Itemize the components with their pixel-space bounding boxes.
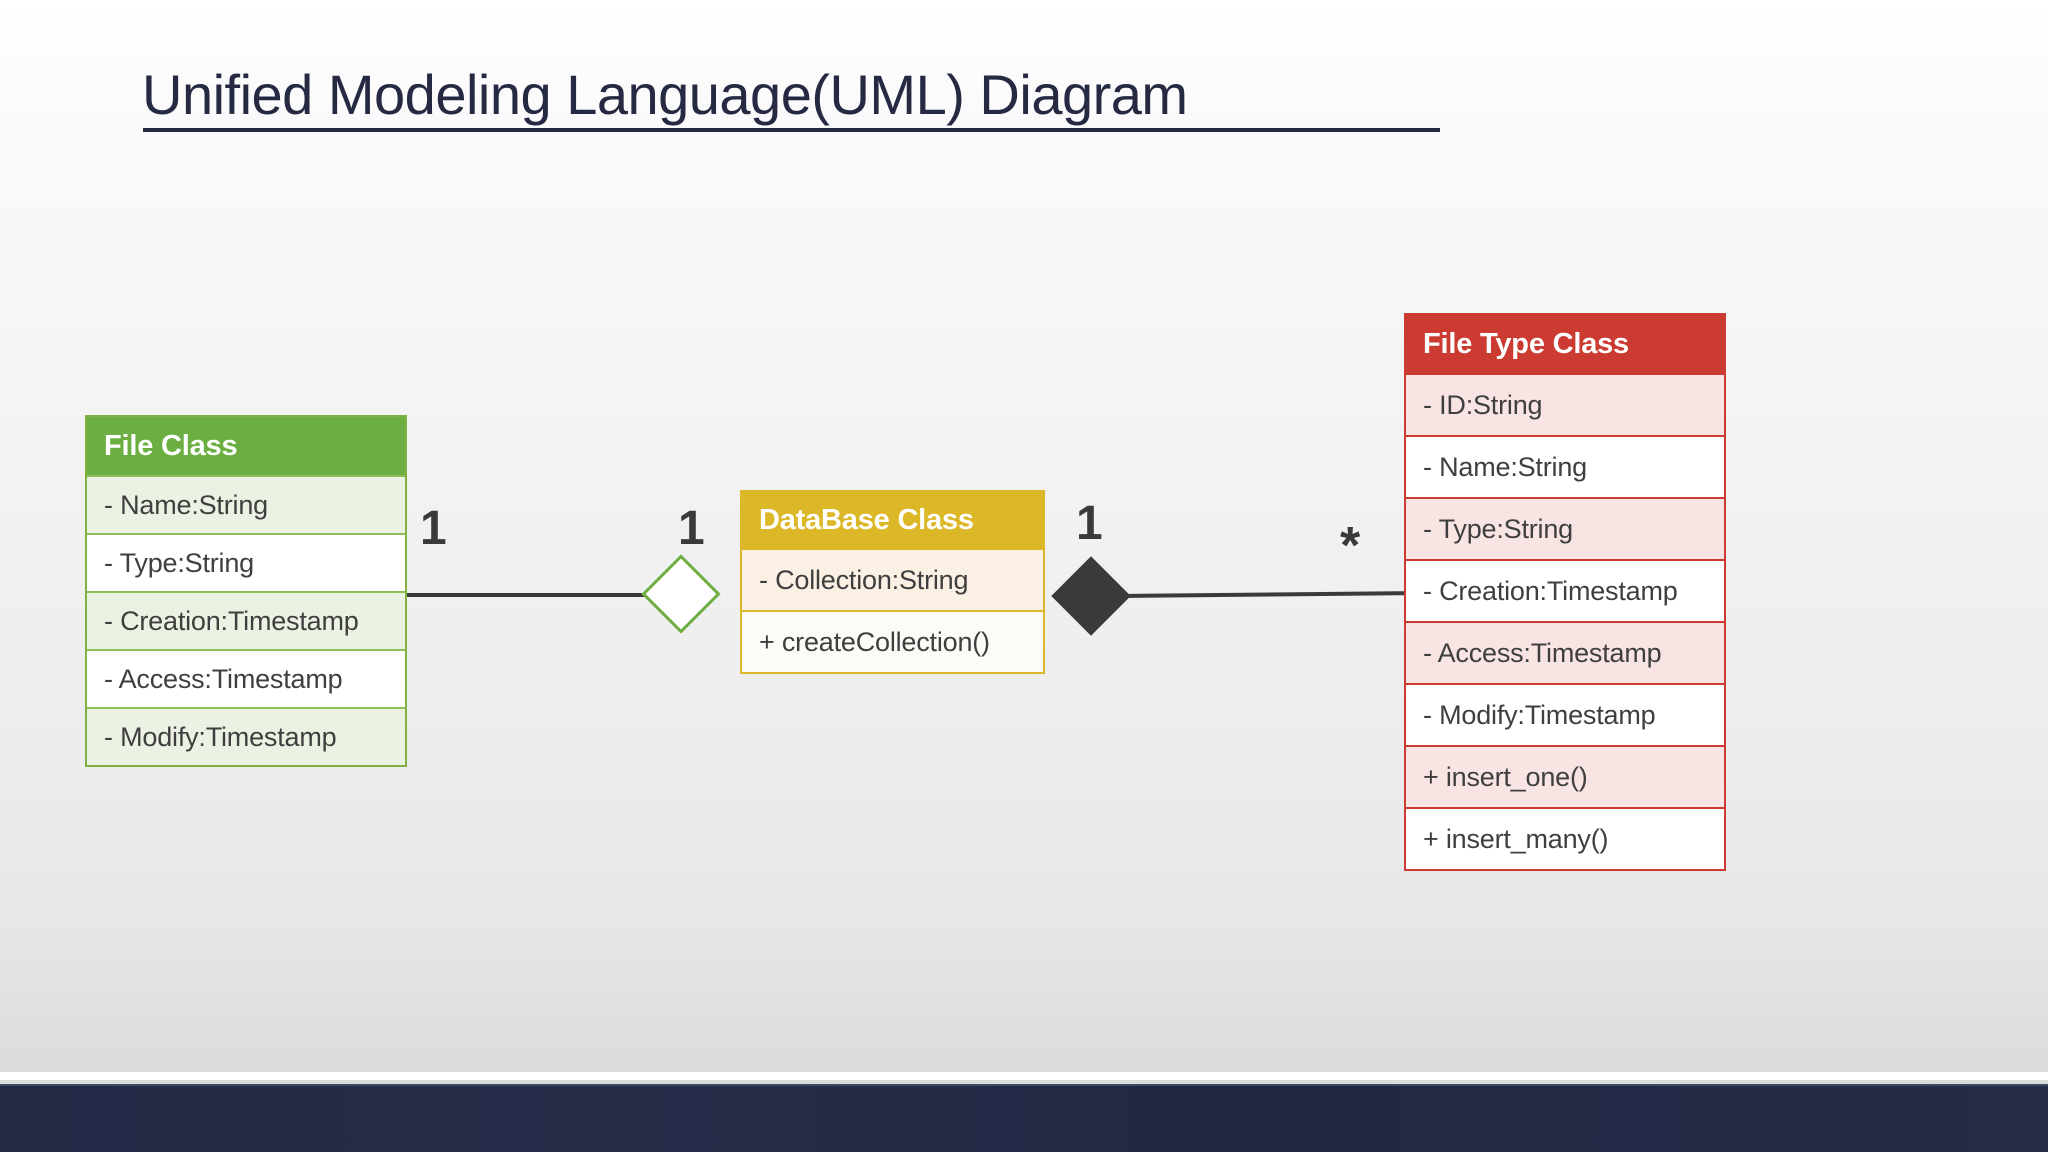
class-attribute-row: - Access:Timestamp: [1406, 621, 1724, 683]
class-attribute-row: - Type:String: [1406, 497, 1724, 559]
class-header-file-class: File Class: [87, 417, 405, 475]
uml-class-file-type-class[interactable]: File Type Class - ID:String - Name:Strin…: [1404, 313, 1726, 871]
aggregation-diamond-icon: [641, 554, 721, 634]
multiplicity-database-right: 1: [1076, 497, 1103, 550]
multiplicity-database-left: 1: [678, 502, 705, 555]
uml-class-database-class[interactable]: DataBase Class - Collection:String + cre…: [740, 490, 1045, 674]
uml-class-file-class[interactable]: File Class - Name:String - Type:String -…: [85, 415, 407, 767]
footer-bar: [0, 1084, 2048, 1152]
class-attribute-row: - Creation:Timestamp: [87, 591, 405, 649]
association-line-file-to-database: [406, 593, 653, 597]
composition-diamond-icon: [1051, 556, 1131, 636]
multiplicity-file-class: 1: [420, 502, 447, 555]
footer-divider: [0, 1072, 2048, 1080]
class-method-row: + createCollection(): [742, 610, 1043, 672]
multiplicity-file-type-class: *: [1340, 517, 1361, 575]
class-attribute-row: - Modify:Timestamp: [1406, 683, 1724, 745]
class-attribute-row: - Access:Timestamp: [87, 649, 405, 707]
page-title: Unified Modeling Language(UML) Diagram: [142, 63, 1188, 126]
class-header-file-type-class: File Type Class: [1406, 315, 1724, 373]
class-attribute-row: - Name:String: [1406, 435, 1724, 497]
class-attribute-row: - Name:String: [87, 475, 405, 533]
class-attribute-row: - Type:String: [87, 533, 405, 591]
class-method-row: + insert_one(): [1406, 745, 1724, 807]
class-attribute-row: - Modify:Timestamp: [87, 707, 405, 765]
class-method-row: + insert_many(): [1406, 807, 1724, 869]
class-attribute-row: - Creation:Timestamp: [1406, 559, 1724, 621]
association-line-database-to-filetype: [1116, 591, 1408, 598]
class-header-database-class: DataBase Class: [742, 492, 1043, 548]
title-underline: [143, 128, 1440, 132]
class-attribute-row: - ID:String: [1406, 373, 1724, 435]
class-attribute-row: - Collection:String: [742, 548, 1043, 610]
